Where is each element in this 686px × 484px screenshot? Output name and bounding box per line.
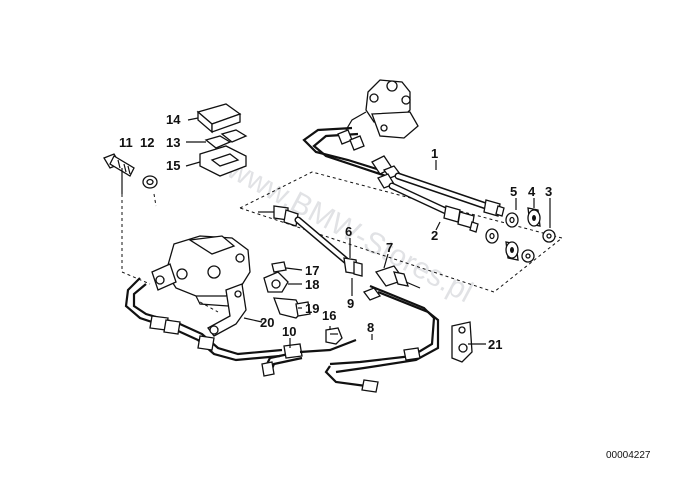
callout-9: 9	[347, 296, 354, 311]
brake-hose-lower	[258, 205, 421, 289]
assembly-leaders-left	[121, 193, 219, 313]
small-parts-17-19	[263, 261, 311, 319]
callout-19: 19	[305, 301, 319, 316]
hydraulic-unit	[151, 235, 251, 307]
washers-grommets	[485, 207, 556, 263]
callout-6: 6	[345, 224, 352, 239]
sealing-washer-12	[142, 175, 158, 189]
clamp-parts-13-15	[196, 103, 248, 177]
callout-11: 11	[119, 135, 133, 150]
brake-lines-upper	[302, 126, 387, 178]
bracket-20	[207, 283, 247, 337]
brake-hose-1	[371, 155, 505, 217]
banjo-bolt-11	[103, 153, 135, 194]
callout-10: 10	[282, 324, 296, 339]
diagram-reference-number: 00004227	[606, 450, 651, 461]
callout-15: 15	[166, 158, 180, 173]
callout-18: 18	[305, 277, 319, 292]
leader-lines	[185, 117, 551, 348]
callout-1: 1	[431, 146, 438, 161]
callout-7: 7	[386, 240, 393, 255]
callout-13: 13	[166, 135, 180, 150]
brake-hose-2	[377, 173, 479, 233]
callout-14: 14	[166, 112, 181, 127]
brake-line-left	[124, 277, 283, 362]
callout-20: 20	[260, 315, 274, 330]
brake-pressure-distributor	[345, 79, 419, 139]
callout-4: 4	[528, 184, 536, 199]
callout-labels: 1 2 3 4 5 6 7 8 9 10 11 12 13 14 15 16 1…	[119, 112, 552, 352]
clip-16	[325, 327, 343, 345]
brake-line-8	[324, 284, 440, 393]
callout-16: 16	[322, 308, 336, 323]
callout-17: 17	[305, 263, 319, 278]
callout-2: 2	[431, 228, 438, 243]
bracket-21	[451, 321, 473, 363]
callout-12: 12	[140, 135, 154, 150]
callout-3: 3	[545, 184, 552, 199]
callout-21: 21	[488, 337, 502, 352]
callout-5: 5	[510, 184, 517, 199]
callout-8: 8	[367, 320, 374, 335]
